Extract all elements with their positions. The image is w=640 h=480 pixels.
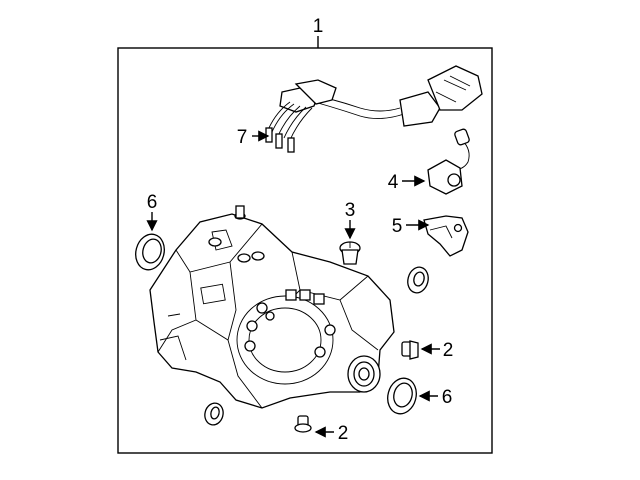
washer-lower-left[interactable] [202,401,225,427]
callout-2a[interactable]: 2 [443,340,454,361]
callout-6a[interactable]: 6 [147,192,158,213]
wiring-harness[interactable] [265,65,483,153]
callout-7[interactable]: 7 [237,127,248,148]
assembly-frame [117,47,493,454]
vent-plug[interactable] [339,241,361,265]
callout-1[interactable]: 1 [313,16,324,37]
differential-housing[interactable] [149,205,395,409]
bracket[interactable] [423,215,469,257]
seal-right[interactable] [384,375,420,417]
callout-2b[interactable]: 2 [338,423,349,444]
callout-6b[interactable]: 6 [442,387,453,408]
sensor[interactable] [427,128,470,195]
callout-5[interactable]: 5 [392,216,403,237]
drain-plug-upper[interactable] [401,340,419,360]
drain-plug-lower[interactable] [294,415,312,433]
callout-4[interactable]: 4 [388,172,399,193]
seal-left[interactable] [132,231,168,273]
washer-right[interactable] [405,265,431,295]
callout-3[interactable]: 3 [345,200,356,221]
